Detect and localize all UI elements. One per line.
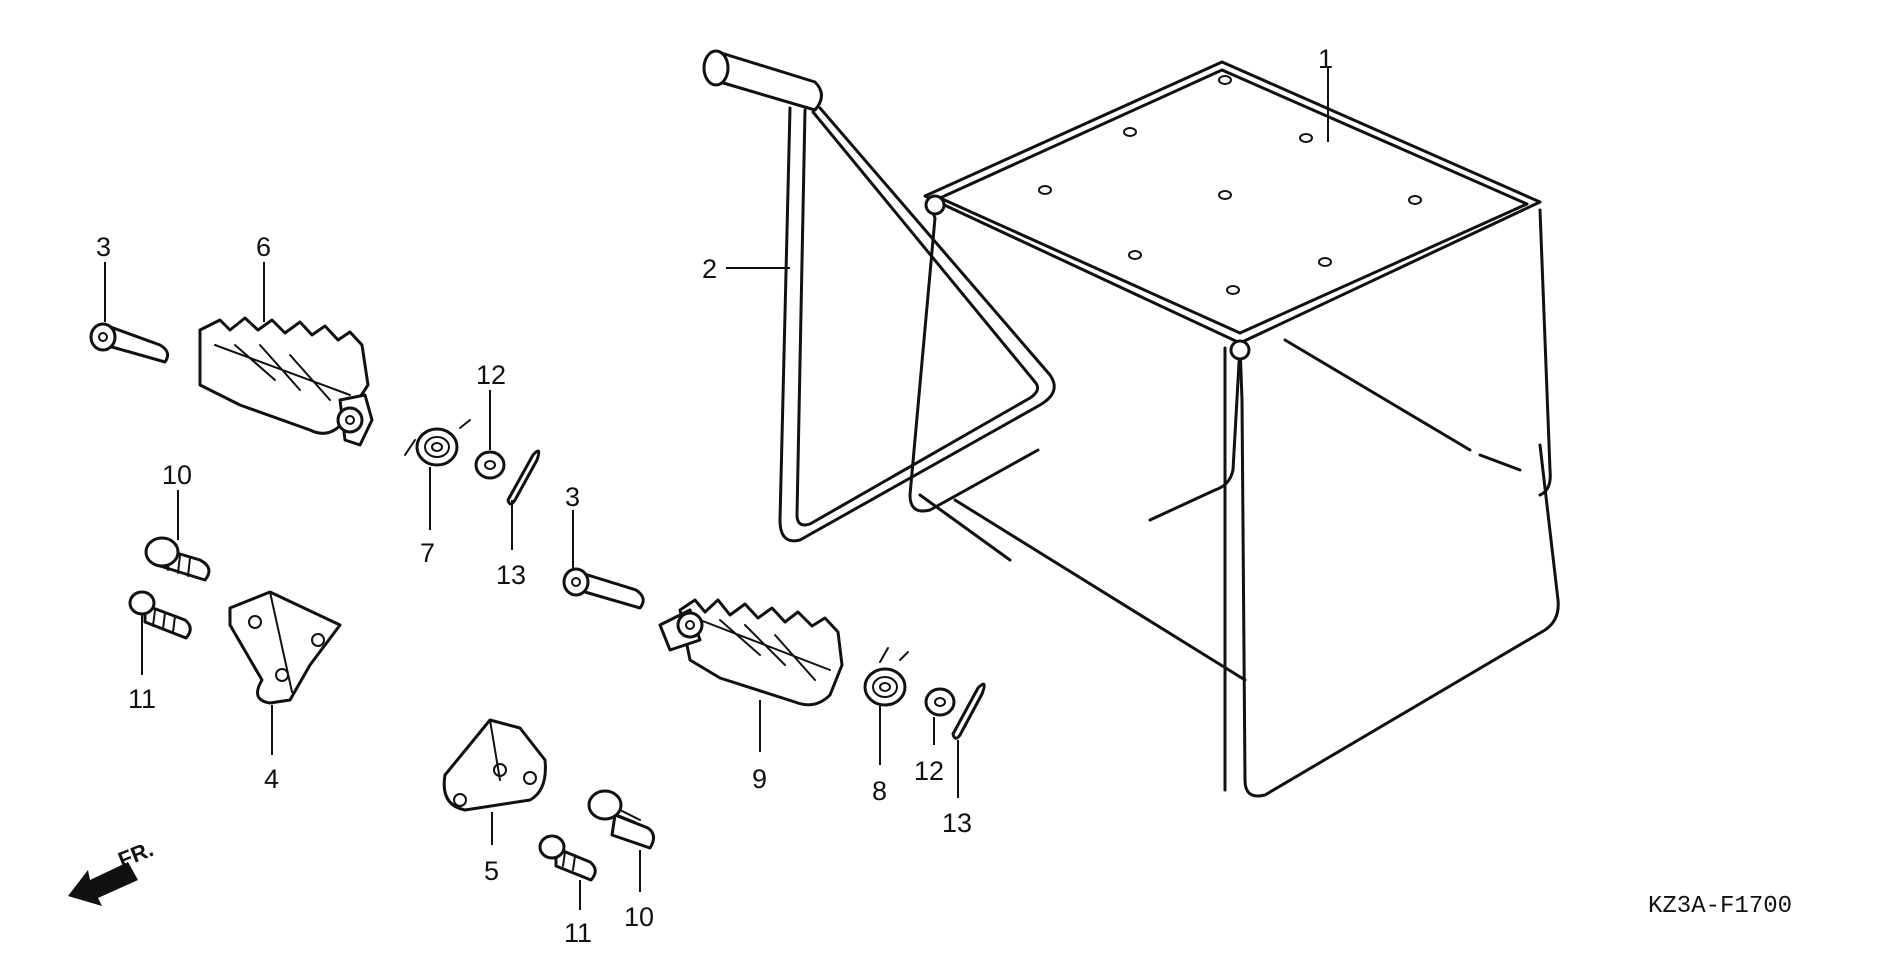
part-stand-box xyxy=(908,60,1560,798)
arrow-left-icon xyxy=(68,862,138,906)
part-bracket-5 xyxy=(442,718,547,812)
callout-4: 4 xyxy=(264,764,279,794)
callout-13b: 13 xyxy=(942,808,972,838)
callout-6: 6 xyxy=(256,232,271,262)
callout-9: 9 xyxy=(752,764,767,794)
part-footpeg-6 xyxy=(198,316,374,447)
callout-5: 5 xyxy=(484,856,499,886)
part-bolt-10a xyxy=(144,536,211,582)
callout-12a: 12 xyxy=(476,360,506,390)
part-washer-12a xyxy=(474,450,506,480)
callout-11a: 11 xyxy=(128,684,156,714)
callout-7: 7 xyxy=(420,538,435,568)
part-footpeg-9 xyxy=(658,598,844,707)
callout-12b: 12 xyxy=(914,756,944,786)
part-bolt-11b xyxy=(538,834,597,882)
part-washer-12b xyxy=(924,687,956,717)
part-pin-3b xyxy=(562,567,645,610)
callout-3a: 3 xyxy=(96,232,111,262)
part-spring-8 xyxy=(863,647,909,707)
part-cotter-pin-13a xyxy=(506,449,541,506)
direction-label: FR. xyxy=(115,836,157,872)
leader-lines xyxy=(104,68,1329,910)
callout-1: 1 xyxy=(1318,44,1333,74)
part-pin-3a xyxy=(89,322,170,364)
drawing-code: KZ3A-F1700 xyxy=(1648,893,1792,920)
callout-13a: 13 xyxy=(496,560,526,590)
part-stand-triangle xyxy=(702,49,1056,543)
callout-11b: 11 xyxy=(564,918,592,948)
callout-labels: 1 2 3 6 12 10 7 13 3 11 4 9 8 12 13 5 11… xyxy=(96,44,1333,948)
part-bracket-4 xyxy=(228,590,342,705)
part-spring-7 xyxy=(404,419,471,467)
callout-10a: 10 xyxy=(162,460,192,490)
callout-3b: 3 xyxy=(565,482,580,512)
callout-8: 8 xyxy=(872,776,887,806)
callout-10b: 10 xyxy=(624,902,654,932)
front-direction-arrow: FR. xyxy=(68,836,157,906)
part-bolt-11a xyxy=(128,590,192,640)
callout-2: 2 xyxy=(702,254,717,284)
part-cotter-pin-13b xyxy=(951,682,986,740)
part-bolt-10b xyxy=(587,789,655,850)
